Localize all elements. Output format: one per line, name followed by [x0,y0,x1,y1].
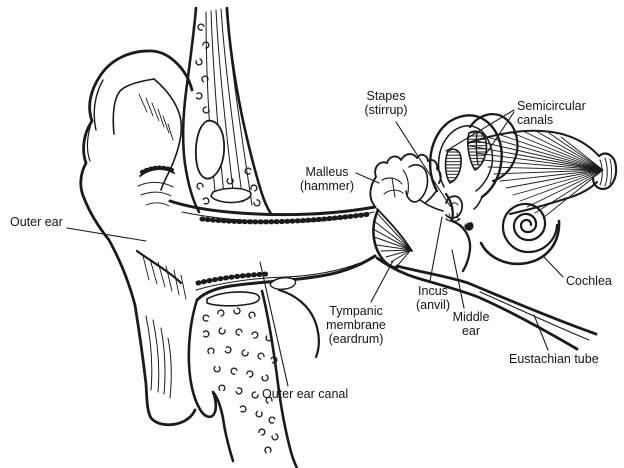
cochlea-drawing [479,202,561,266]
spongy-bone-texture-lower [201,306,280,454]
concha-bristles [142,255,187,300]
skull-bone-lower-drawing [187,276,320,468]
label-malleus: Malleus (hammer) [299,165,355,193]
pinna-hatch-strokes [138,93,174,141]
lobe-shading [145,315,172,399]
label-tympanic-membrane: Tympanic membrane (eardrum) [326,304,386,346]
semicircular-leader-1 [445,109,515,152]
eardrum-fan-lines [372,212,412,267]
leader-lines [66,109,564,387]
cochlea-leader [543,256,564,278]
spongy-bone-texture-upper [194,22,262,208]
cochlea-spiral [501,202,559,254]
label-cochlea: Cochlea [566,274,612,288]
outer-ear-canal-leader [259,261,289,387]
bone-striations [205,8,253,206]
skull-bone-upper-drawing [181,6,274,217]
nerve-fiber-lines [469,130,604,219]
eustachian-tube-drawing [375,256,598,351]
ossicles-drawing [369,153,474,273]
outer-ear-leader [66,227,147,242]
tympanic-leader [370,260,394,303]
label-stapes: Stapes (stirrup) [364,89,408,117]
label-semicircular-canals: Semicircular canals [517,99,586,127]
label-incus: Incus (anvil) [415,284,451,312]
stapes-leader [395,121,451,207]
label-middle-ear: Middle ear [452,310,490,338]
eustachian-leader [533,314,549,351]
malleus-leader [355,172,380,184]
label-outer-ear-canal: Outer ear canal [262,387,349,401]
label-outer-ear: Outer ear [10,215,63,229]
label-eustachian-tube: Eustachian tube [509,352,599,366]
auditory-nerve-drawing [467,129,618,219]
semicircular-leader-2 [485,111,515,155]
pinna-drawing [79,49,197,427]
incus-leader [429,216,443,282]
middle-ear-leader [451,249,465,309]
round-window-dot [464,221,474,231]
